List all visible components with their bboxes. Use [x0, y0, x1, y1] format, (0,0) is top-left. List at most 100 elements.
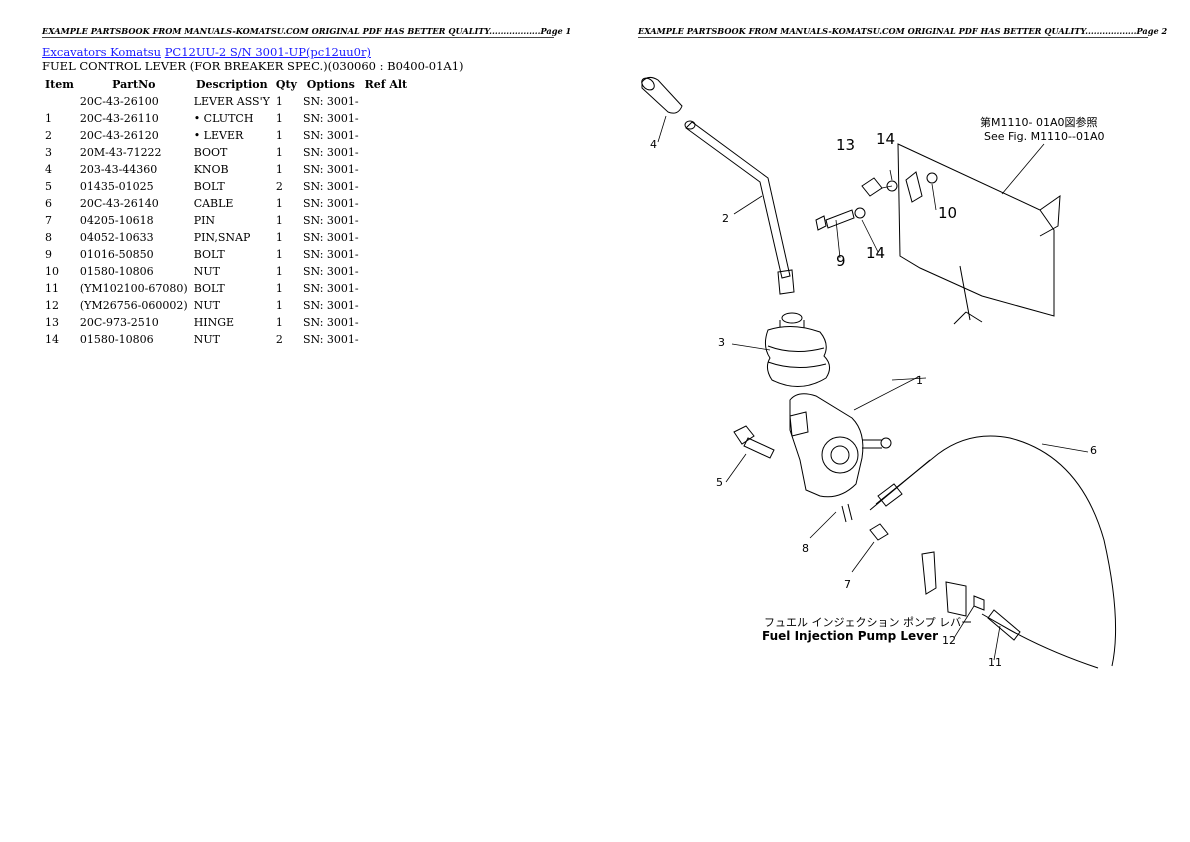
cell-ref-alt — [362, 212, 411, 229]
cell-description: • LEVER — [193, 129, 244, 142]
cell-options: SN: 3001- — [302, 197, 359, 210]
cell-description: PIN — [193, 214, 216, 227]
cell-item: 1 — [45, 112, 52, 125]
callout-14-top: 14 — [876, 130, 895, 148]
cell-item: 6 — [45, 197, 52, 210]
callout-14-bottom: 14 — [866, 244, 885, 262]
page-header-1: EXAMPLE PARTSBOOK FROM MANUALS-KOMATSU.C… — [42, 26, 572, 38]
callout-11: 11 — [988, 656, 1002, 669]
cell-qty: 2 — [275, 333, 283, 346]
cell-options: SN: 3001- — [302, 265, 359, 278]
cell-options: SN: 3001- — [302, 112, 359, 125]
cell-ref-alt — [362, 178, 411, 195]
cell-ref-alt — [362, 297, 411, 314]
pin-7-drawing — [869, 523, 889, 541]
cell-ref-alt — [362, 144, 411, 161]
knob-drawing — [641, 76, 683, 114]
callout-8: 8 — [802, 542, 809, 555]
cell-ref-alt — [362, 331, 411, 348]
table-row: 14 01580-10806 NUT 2 SN: 3001- — [42, 331, 410, 348]
cell-description: KNOB — [193, 163, 229, 176]
cell-item: 5 — [45, 180, 52, 193]
cell-partno: 04052-10633 — [79, 231, 154, 244]
column-header-options: Options — [306, 78, 355, 91]
cell-qty: 1 — [275, 299, 283, 312]
cell-partno: 20C-43-26140 — [79, 197, 159, 210]
cell-description: NUT — [193, 299, 220, 312]
clutch-assembly-drawing — [789, 393, 892, 498]
cell-item: 11 — [45, 282, 59, 295]
reference-note-jp: 第M1110- 01A0図参照 — [980, 115, 1097, 129]
cell-partno: 20C-43-26100 — [79, 95, 159, 108]
callout-13: 13 — [836, 136, 855, 154]
cell-description: LEVER ASS'Y — [193, 95, 270, 108]
cell-qty: 1 — [275, 214, 283, 227]
cell-ref-alt — [362, 280, 411, 297]
cell-description: NUT — [193, 333, 220, 346]
column-header-item: Item — [45, 78, 74, 91]
cell-qty: 1 — [275, 95, 283, 108]
cell-item: 8 — [45, 231, 52, 244]
callout-6: 6 — [1090, 444, 1097, 457]
breadcrumb-link-model[interactable]: PC12UU-2 S/N 3001-UP(pc12uu0r) — [164, 45, 371, 59]
breadcrumb-link-excavators[interactable]: Excavators Komatsu — [42, 45, 162, 59]
cell-description: PIN,SNAP — [193, 231, 251, 244]
cell-ref-alt — [362, 161, 411, 178]
cell-item: 9 — [45, 248, 52, 261]
pump-lever-bracket-drawing — [921, 551, 1021, 641]
reference-note-en: See Fig. M1110--01A0 — [984, 130, 1105, 143]
page-header-2: EXAMPLE PARTSBOOK FROM MANUALS-KOMATSU.C… — [638, 26, 1168, 38]
bolt-5-drawing — [733, 425, 775, 459]
cell-item: 7 — [45, 214, 52, 227]
cell-partno: 01580-10806 — [79, 333, 154, 346]
callout-7: 7 — [844, 578, 851, 591]
cell-description: BOLT — [193, 180, 225, 193]
table-header-row: Item PartNo Description Qty Options Ref … — [42, 76, 410, 93]
callout-3: 3 — [718, 336, 725, 349]
cell-qty: 1 — [275, 248, 283, 261]
cell-partno: 20C-43-26120 — [79, 129, 159, 142]
lever-drawing — [684, 120, 795, 295]
cell-item: 10 — [45, 265, 59, 278]
callout-1: 1 — [916, 374, 923, 387]
cell-qty: 1 — [275, 129, 283, 142]
callout-2: 2 — [722, 212, 729, 225]
exploded-parts-diagram: 4 2 3 1 5 6 7 8 9 10 11 12 13 14 14 第M11… — [641, 76, 1117, 669]
cell-partno: 01580-10806 — [79, 265, 154, 278]
cell-options: SN: 3001- — [302, 146, 359, 159]
cell-item: 14 — [45, 333, 59, 346]
cell-description: • CLUTCH — [193, 112, 254, 125]
cell-item: 3 — [45, 146, 52, 159]
cell-description: BOLT — [193, 248, 225, 261]
cell-qty: 1 — [275, 282, 283, 295]
cell-partno: 20C-43-26110 — [79, 112, 159, 125]
page-title: FUEL CONTROL LEVER (FOR BREAKER SPEC.)(0… — [42, 59, 464, 73]
cell-item: 13 — [45, 316, 59, 329]
caption-en: Fuel Injection Pump Lever — [762, 629, 938, 643]
cell-options: SN: 3001- — [302, 129, 359, 142]
callout-10: 10 — [938, 204, 957, 222]
boot-drawing — [764, 312, 830, 387]
cell-options: SN: 3001- — [302, 214, 359, 227]
frame-drawing — [815, 143, 1061, 325]
cell-options: SN: 3001- — [302, 231, 359, 244]
column-header-qty: Qty — [275, 78, 297, 91]
cell-qty: 1 — [275, 265, 283, 278]
cell-qty: 1 — [275, 231, 283, 244]
cell-options: SN: 3001- — [302, 333, 359, 346]
callout-12: 12 — [942, 634, 956, 647]
cell-partno: 01435-01025 — [79, 180, 154, 193]
cell-ref-alt — [362, 195, 411, 212]
callout-4: 4 — [650, 138, 657, 151]
cell-qty: 1 — [275, 163, 283, 176]
cell-partno: 20M-43-71222 — [79, 146, 162, 159]
cell-ref-alt — [362, 263, 411, 280]
